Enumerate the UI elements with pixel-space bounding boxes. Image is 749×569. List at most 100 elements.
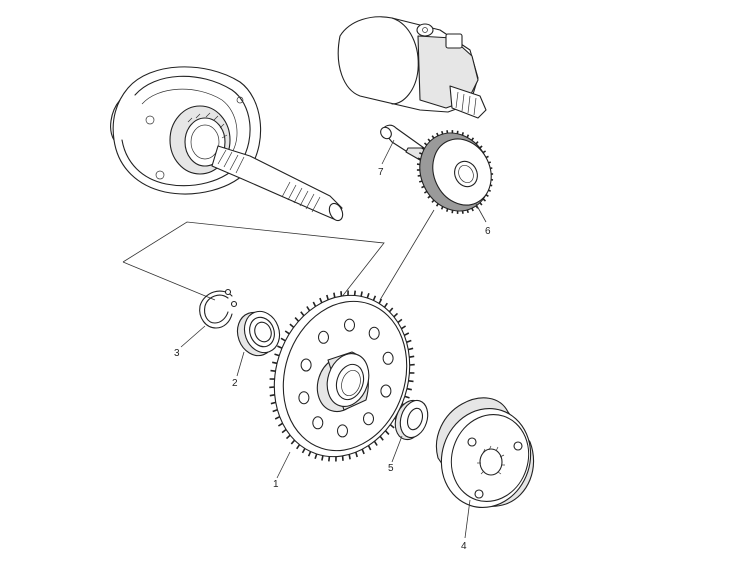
gear-tooth [406,339,412,344]
gear-tooth [277,345,283,349]
gear-tooth [281,428,287,434]
gear-tooth [466,134,470,138]
gear-tooth [400,325,407,330]
gear-tooth [461,132,464,136]
gear-tooth [277,422,284,427]
gear-tooth [270,401,276,405]
gear-tooth [441,130,444,135]
gear-tooth [440,206,444,210]
callout-3: 3 [174,348,180,359]
gear-tooth [366,293,370,299]
gear-tooth [274,415,281,420]
gear-tooth [361,448,365,455]
gear-tooth [284,330,290,335]
callout-7: 7 [378,167,384,178]
gear-tooth [296,444,301,450]
gear-tooth [319,297,323,304]
gear-tooth [355,451,358,458]
starter-motor [337,16,487,119]
circlip-3 [199,288,238,329]
gear-tooth [408,380,414,383]
gear-tooth [280,337,286,342]
gear-tooth [353,290,356,296]
gear-tooth [372,295,377,301]
gear-tooth [289,323,295,328]
gear-tooth [269,394,275,397]
gear-tooth [393,312,399,318]
gear-tooth [403,332,410,337]
gear-tooth [406,387,412,391]
gear-tooth [435,203,439,207]
gear-tooth [475,141,479,145]
gear-tooth [421,185,425,189]
gear-tooth [272,361,278,365]
assembly-reference-frame [122,221,385,299]
gear-tooth [479,145,483,149]
gear-lightening-hole [337,424,348,438]
gear-tooth [300,311,305,317]
gear-lightening-hole [344,318,355,332]
gear-tooth [270,369,276,372]
gear-tooth [312,301,317,307]
gear-tooth [326,294,329,301]
bearing-2 [236,310,281,357]
callout-6: 6 [485,226,491,237]
gear-tooth [314,453,318,459]
gear-tooth [482,198,487,202]
gear-tooth [418,152,423,155]
gear-tooth [294,317,300,322]
gear-tooth [373,440,378,446]
gear-tooth [436,132,439,137]
gear-tooth [388,307,394,313]
gear-tooth [475,205,479,209]
callout-4: 4 [461,541,467,552]
gear-tooth [421,147,425,150]
idler-shaft-7 [380,124,427,161]
gear-tooth [272,408,278,413]
gear-tooth [423,142,428,146]
gear-tooth [384,430,390,435]
gear-tooth [423,190,428,194]
gear-tooth [427,195,431,199]
gear-tooth [274,353,280,357]
gear-tooth [461,210,464,214]
gear-tooth [379,435,384,441]
one-way-clutch-4 [435,397,535,509]
gear-tooth [383,302,388,308]
gear-tooth [482,150,487,154]
gear-tooth [446,208,449,212]
gear-tooth [378,298,383,304]
gear-tooth [367,445,372,451]
gear-tooth [466,209,469,214]
washer-5 [394,399,429,441]
callout-2: 2 [232,378,238,389]
gear-tooth [307,451,312,457]
gear-tooth [360,291,363,297]
gear-lightening-hole [300,358,312,372]
gear-tooth [404,395,410,399]
gear-mesh-leader [379,209,435,301]
gear-lightening-hole [363,412,374,426]
gear-tooth [418,180,423,183]
gear-tooth [285,434,291,440]
gear-tooth [333,292,336,298]
gear-tooth [348,454,351,460]
gear-tooth [301,448,306,454]
gear-tooth [431,135,435,139]
gear-lightening-hole [380,384,392,398]
gear-tooth [417,157,421,160]
gear-tooth [306,306,311,312]
gear-lightening-hole [312,416,324,430]
gear-tooth [409,355,415,358]
gear-tooth [290,439,296,445]
gear-lightening-hole [298,391,310,405]
gear-lightening-hole [368,326,380,340]
gear-tooth [431,199,435,203]
crankcase-assembly [110,66,344,222]
gear-tooth [427,138,431,142]
gear-lightening-hole [318,330,329,344]
gear-tooth [446,130,449,134]
callout-5: 5 [388,463,394,474]
